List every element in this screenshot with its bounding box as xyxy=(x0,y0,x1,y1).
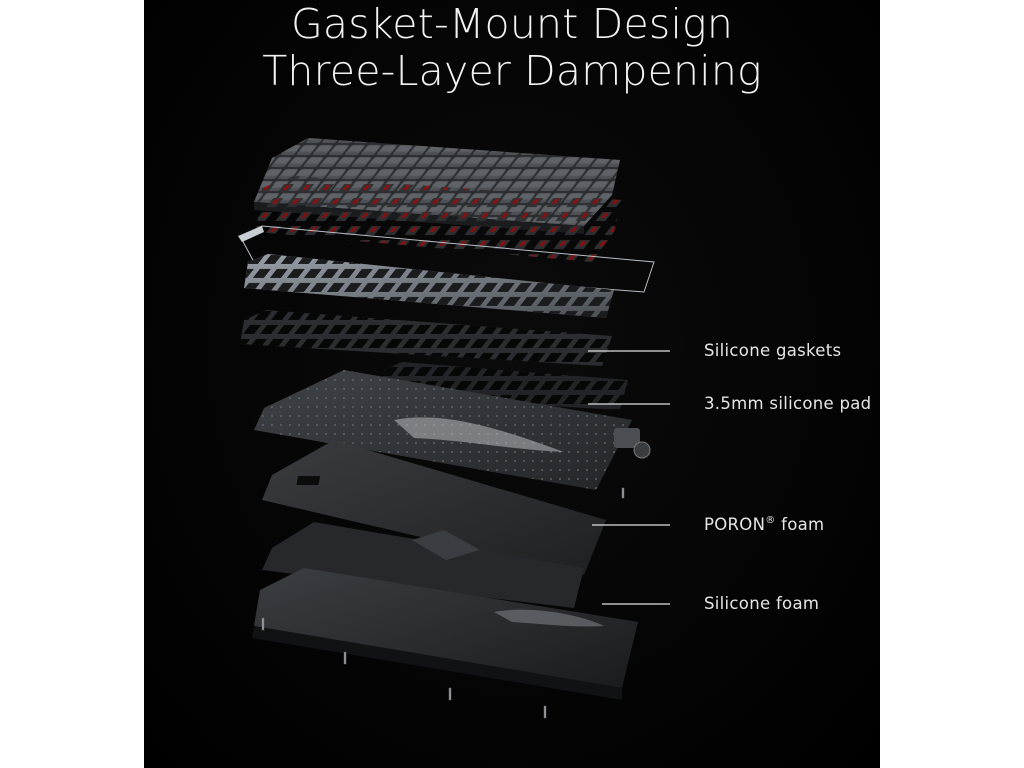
keyboard-layers-illustration xyxy=(144,0,880,768)
callout-silicone-pad: 3.5mm silicone pad xyxy=(704,394,871,413)
callout-poron-suffix: foam xyxy=(776,515,825,534)
callout-poron-foam: PORON® foam xyxy=(704,515,824,534)
silicone-gaskets-layer xyxy=(240,310,612,366)
callout-silicone-gaskets: Silicone gaskets xyxy=(704,341,841,360)
callout-poron-name: PORON xyxy=(704,515,765,534)
registered-mark: ® xyxy=(765,515,775,526)
callout-silicone-foam: Silicone foam xyxy=(704,594,819,613)
exploded-view-panel: Gasket-Mount Design Three-Layer Dampenin… xyxy=(144,0,880,768)
